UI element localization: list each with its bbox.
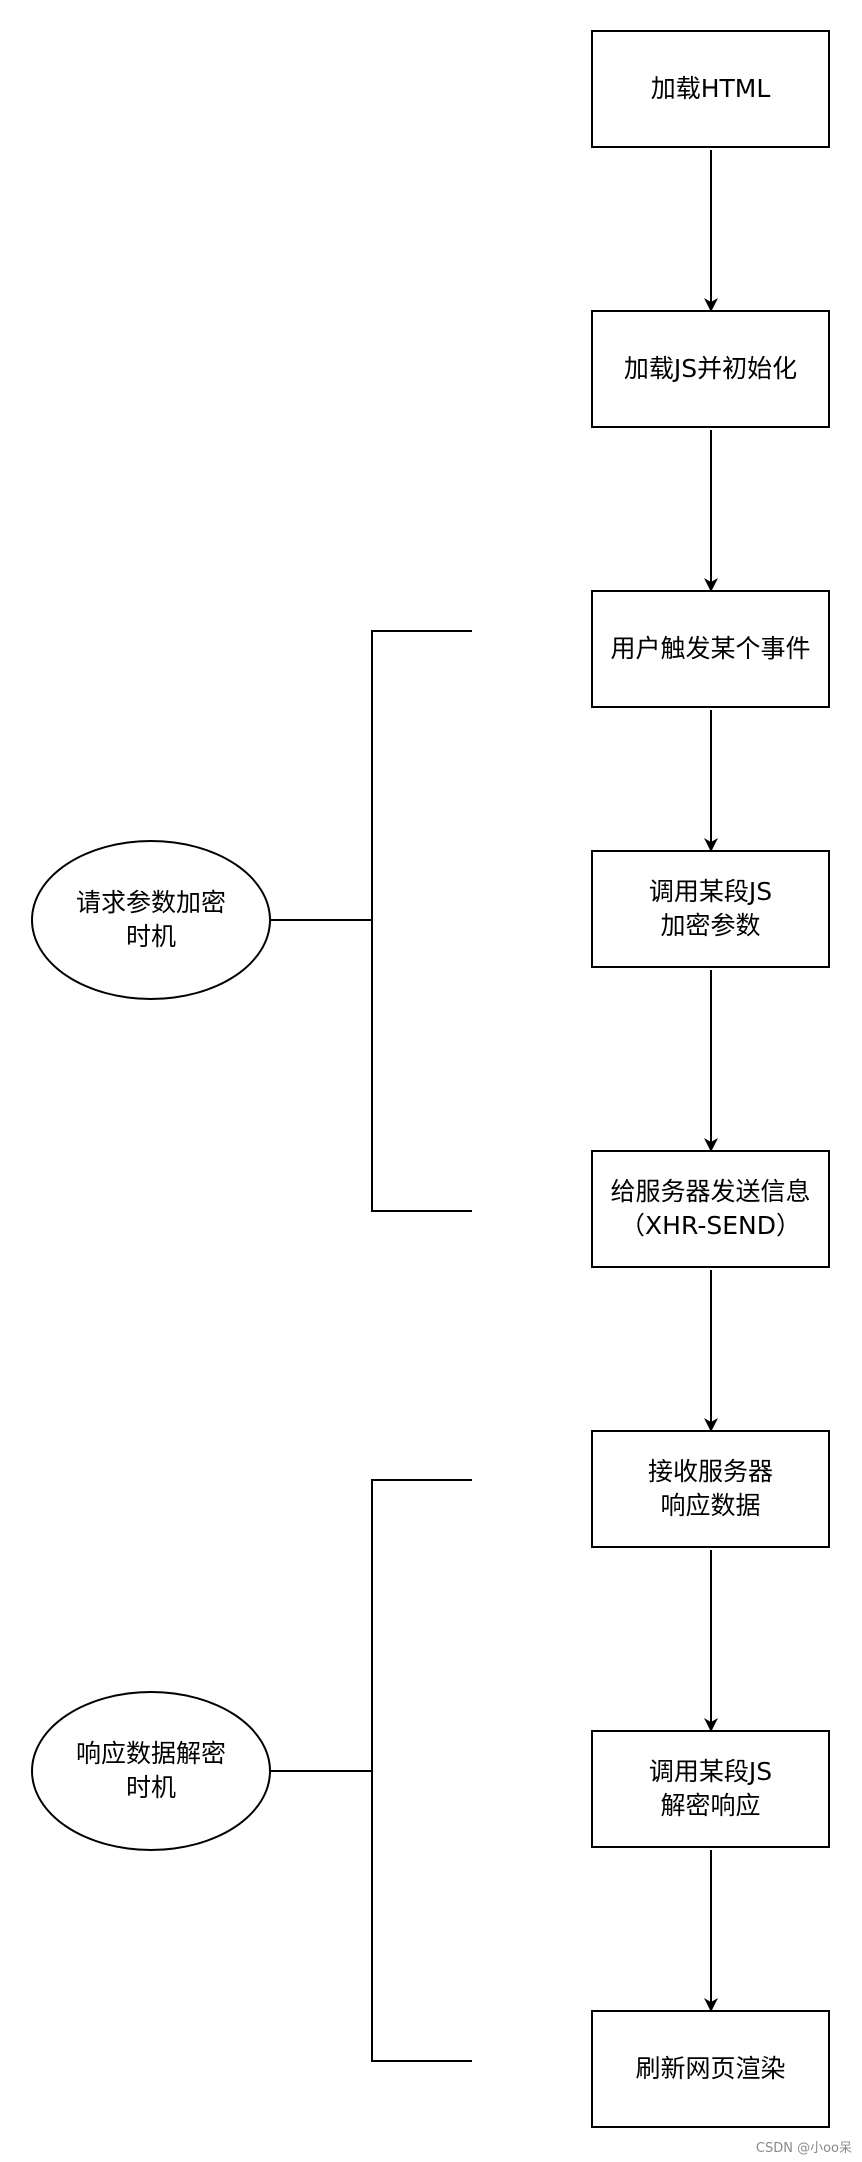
step-label: 加载HTML (650, 74, 771, 104)
step-label-line-1: 调用某段JS (648, 1757, 773, 1787)
bracket-request-encrypt (371, 630, 472, 1212)
step-label-line-1: 调用某段JS (648, 877, 773, 907)
phase-request-encrypt: 请求参数加密 时机 (31, 840, 271, 1000)
step-xhr-send: 给服务器发送信息 （XHR-SEND） (591, 1150, 830, 1268)
step-receive-response: 接收服务器 响应数据 (591, 1430, 830, 1548)
step-label: 刷新网页渲染 (635, 2054, 786, 2084)
bracket-response-decrypt (371, 1479, 472, 2062)
step-decrypt-response: 调用某段JS 解密响应 (591, 1730, 830, 1848)
step-label: 加载JS并初始化 (623, 354, 798, 384)
step-load-html: 加载HTML (591, 30, 830, 148)
step-label-line-2: 加密参数 (660, 911, 761, 940)
step-label-line-1: 接收服务器 (647, 1457, 773, 1487)
phase-label-line-2: 时机 (125, 1773, 176, 1802)
phase-label-line-2: 时机 (125, 922, 176, 951)
step-label-line-1: 给服务器发送信息 (610, 1177, 811, 1207)
phase-response-decrypt: 响应数据解密 时机 (31, 1691, 271, 1851)
phase-label-line-1: 响应数据解密 (75, 1739, 226, 1769)
step-label-line-2: 解密响应 (660, 1791, 761, 1820)
step-encrypt-params: 调用某段JS 加密参数 (591, 850, 830, 968)
phase-label-line-1: 请求参数加密 (75, 888, 226, 918)
step-user-event: 用户触发某个事件 (591, 590, 830, 708)
step-label: 用户触发某个事件 (610, 634, 811, 664)
step-label-line-2: 响应数据 (660, 1491, 761, 1520)
step-label-line-2: （XHR-SEND） (620, 1211, 801, 1240)
step-refresh-render: 刷新网页渲染 (591, 2010, 830, 2128)
step-load-js-init: 加载JS并初始化 (591, 310, 830, 428)
watermark: CSDN @小oo呆 (755, 2141, 852, 2156)
